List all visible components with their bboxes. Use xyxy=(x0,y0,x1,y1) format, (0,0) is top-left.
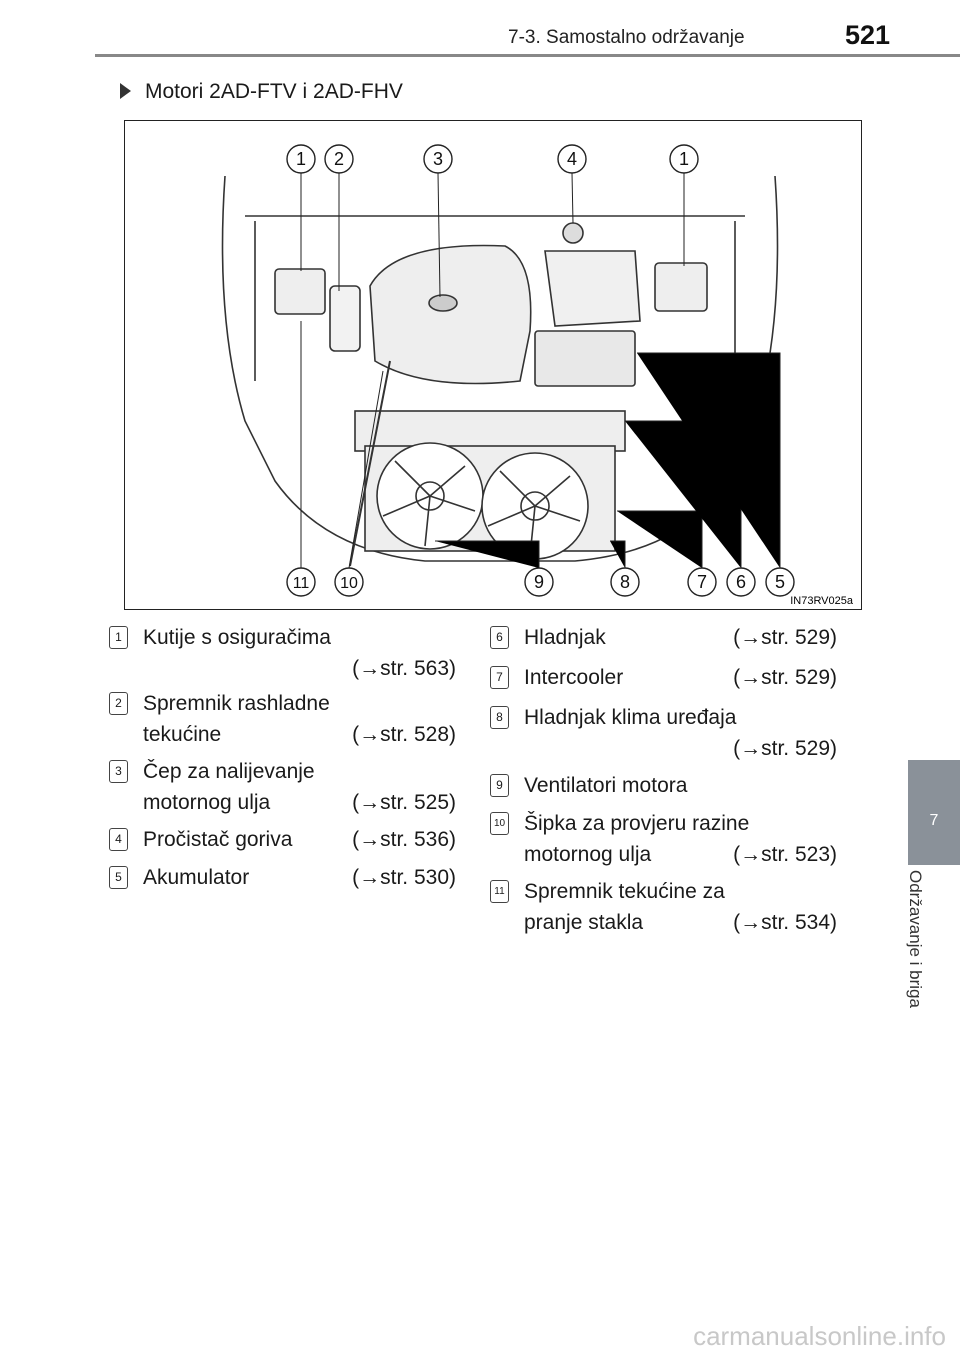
legend-text: tekućine xyxy=(143,723,222,746)
legend-text: Hladnjak klima uređaja xyxy=(524,706,737,729)
legend-text: motornog ulja xyxy=(524,843,652,866)
page-reference: (→str. 528) xyxy=(352,723,456,746)
legend-text: Ventilatori motora xyxy=(524,774,688,797)
legend-text: Pročistač goriva xyxy=(143,828,293,851)
legend-item: 10 Šipka za provjeru razine motornog ulj… xyxy=(490,808,837,870)
engine-illustration: 1 2 3 4 1 11 10 9 8 7 6 5 xyxy=(221,144,795,597)
legend-number: 11 xyxy=(490,880,509,903)
legend-item: 11 Spremnik tekućine za pranje stakla (→… xyxy=(490,876,837,938)
page-reference: (→str. 534) xyxy=(733,911,837,934)
page-reference: (→str. 529) xyxy=(733,666,837,689)
legend-item: 1 Kutije s osiguračima (→str. 563) xyxy=(109,622,456,680)
chapter-title: Održavanje i briga xyxy=(906,870,925,1008)
triangle-bullet-icon xyxy=(120,83,131,99)
legend-text: Šipka za provjeru razine xyxy=(524,812,750,835)
callout-label: 3 xyxy=(433,149,443,169)
legend-text: Spremnik tekućine za xyxy=(524,880,725,903)
callout-label: 4 xyxy=(567,149,577,169)
legend-item: 3 Čep za nalijevanje motornog ulja (→str… xyxy=(109,756,456,818)
chapter-number: 7 xyxy=(929,812,939,829)
section-title: 7-3. Samostalno održavanje xyxy=(508,27,745,48)
chapter-side-label: Održavanje i briga xyxy=(906,870,960,1060)
page-reference: (→str. 525) xyxy=(352,791,456,814)
legend-text: Kutije s osiguračima xyxy=(143,626,331,649)
legend-number: 6 xyxy=(490,626,509,649)
legend-item: 8 Hladnjak klima uređaja (→str. 529) xyxy=(490,702,837,760)
watermark: carmanualsonline.info xyxy=(693,1321,946,1351)
legend-item: 5 Akumulator (→str. 530) xyxy=(109,862,456,893)
page-reference: (→str. 523) xyxy=(733,843,837,866)
callout-label: 9 xyxy=(534,572,544,592)
subtitle-text: Motori 2AD-FTV i 2AD-FHV xyxy=(145,80,403,103)
callout-label: 8 xyxy=(620,572,630,592)
page-reference: (→str. 563) xyxy=(352,657,456,680)
legend-item: 9 Ventilatori motora xyxy=(490,770,837,801)
legend-item: 4 Pročistač goriva (→str. 536) xyxy=(109,824,456,855)
legend-number: 7 xyxy=(490,666,509,689)
callout-label: 6 xyxy=(736,572,746,592)
legend-text: pranje stakla xyxy=(524,911,644,934)
callout-label: 7 xyxy=(697,572,707,592)
callout-label: 5 xyxy=(775,572,785,592)
page-reference: (→str. 529) xyxy=(733,626,837,649)
legend-text: Hladnjak xyxy=(524,626,606,649)
legend-text: Spremnik rashladne xyxy=(143,692,330,715)
legend-number: 1 xyxy=(109,626,128,649)
legend-item: 6 Hladnjak (→str. 529) xyxy=(490,622,837,653)
subtitle: Motori 2AD-FTV i 2AD-FHV xyxy=(120,80,403,104)
legend-text: motornog ulja xyxy=(143,791,271,814)
legend-number: 10 xyxy=(490,812,509,835)
legend-number: 8 xyxy=(490,706,509,729)
page-reference: (→str. 530) xyxy=(352,866,456,889)
engine-diagram: 1 2 3 4 1 11 10 9 8 7 6 5 IN73RV025a xyxy=(124,120,862,610)
callout-label: 1 xyxy=(296,149,306,169)
figure-code: IN73RV025a xyxy=(788,595,855,607)
legend-number: 2 xyxy=(109,692,128,715)
page-reference: (→str. 529) xyxy=(733,737,837,760)
legend-item: 2 Spremnik rashladne tekućine (→str. 528… xyxy=(109,688,456,750)
page-number: 521 xyxy=(845,20,891,50)
page-reference: (→str. 536) xyxy=(352,828,456,851)
legend-number: 3 xyxy=(109,760,128,783)
legend-number: 5 xyxy=(109,866,128,889)
callout-label: 2 xyxy=(334,149,344,169)
callout-label: 11 xyxy=(293,575,310,592)
callout-label: 1 xyxy=(679,149,689,169)
legend-number: 4 xyxy=(109,828,128,851)
legend-item: 7 Intercooler (→str. 529) xyxy=(490,662,837,693)
legend-number: 9 xyxy=(490,774,509,797)
legend-text: Akumulator xyxy=(143,866,250,889)
legend-text: Intercooler xyxy=(524,666,624,689)
chapter-tab: 7 xyxy=(908,760,960,865)
callout-label: 10 xyxy=(340,575,358,592)
legend-text: Čep za nalijevanje xyxy=(143,760,315,783)
header-divider xyxy=(95,54,960,57)
